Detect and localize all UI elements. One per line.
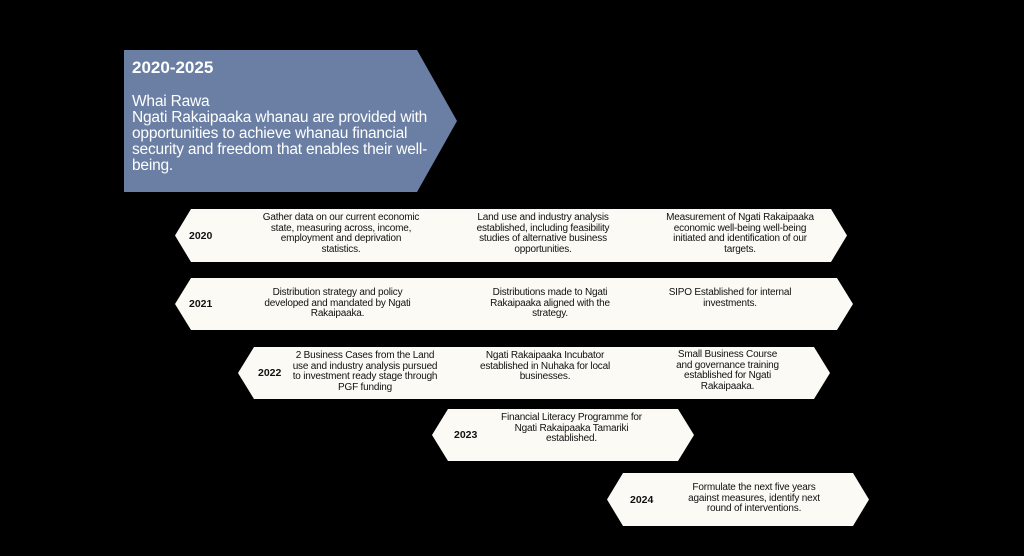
milestone: Formulate the next five years against me… — [688, 482, 820, 514]
year-label: 2021 — [189, 298, 213, 310]
timeline-row-2020: 2020 Gather data on our current economic… — [175, 209, 847, 262]
milestone: Land use and industry analysis establish… — [476, 212, 610, 255]
milestone: Distribution strategy and policy develop… — [264, 287, 411, 319]
year-label: 2023 — [454, 429, 478, 441]
milestone: SIPO Established for internal investment… — [668, 287, 792, 309]
timeline-row-2021: 2021 Distribution strategy and policy de… — [175, 278, 853, 330]
year-label: 2020 — [189, 229, 213, 242]
milestone: 2 Business Cases from the Land use and i… — [292, 350, 438, 393]
goal-description: Ngati Rakaipaaka whanau are provided wit… — [132, 109, 428, 174]
milestone: Financial Literacy Programme for Ngati R… — [501, 412, 642, 444]
milestone: Small Business Course and governance tra… — [676, 349, 779, 392]
timeline-row-2024: 2024 Formulate the next five years again… — [607, 473, 869, 526]
milestone: Distributions made to Ngati Rakaipaaka a… — [490, 287, 610, 319]
milestone: Measurement of Ngati Rakaipaaka economic… — [666, 212, 814, 255]
year-label: 2024 — [630, 493, 654, 506]
year-label: 2022 — [258, 367, 282, 379]
period-years: 2020-2025 — [132, 58, 214, 77]
timeline-row-2023: 2023 Financial Literacy Programme for Ng… — [432, 409, 694, 461]
timeline-row-2022: 2022 2 Business Cases from the Land use … — [238, 347, 830, 399]
period-header: 2020-2025 Whai Rawa Ngati Rakaipaaka wha… — [124, 50, 457, 192]
goal-title: Whai Rawa — [132, 93, 210, 110]
milestone: Ngati Rakaipaaka Incubator established i… — [480, 350, 610, 382]
milestone: Gather data on our current economic stat… — [262, 212, 420, 255]
